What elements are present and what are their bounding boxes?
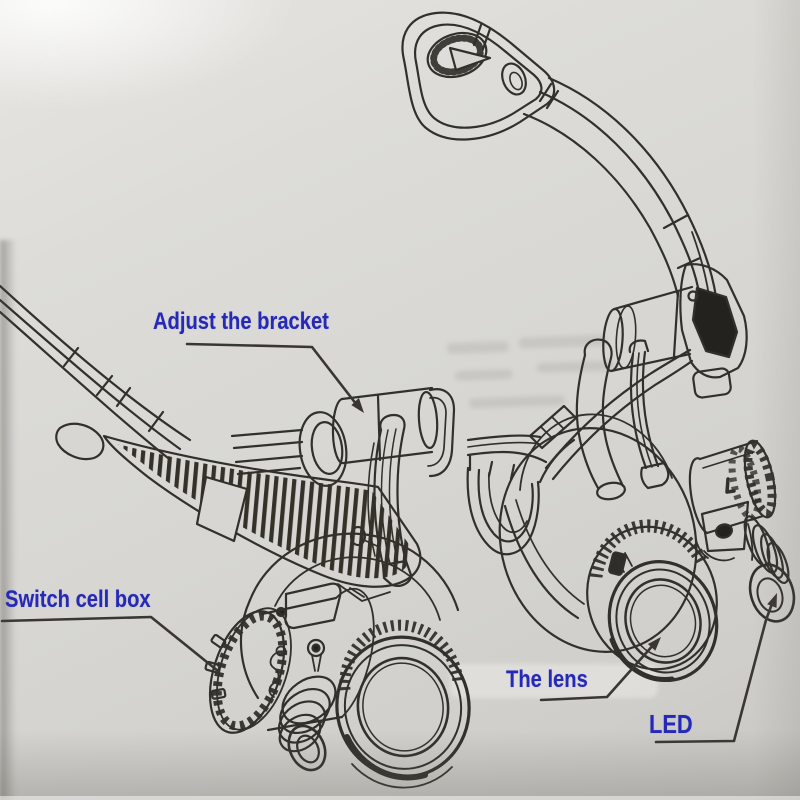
arrowhead-adjust-bracket (351, 397, 364, 413)
left-temple-arm (0, 284, 192, 461)
line-art-root (0, 11, 796, 789)
left-lens-rings (335, 619, 471, 789)
right-led-housing (743, 515, 796, 623)
flare-coupler (298, 411, 348, 487)
left-hanging-strap (349, 413, 413, 587)
leader-the-lens (539, 641, 657, 702)
left-led-housing (277, 675, 337, 772)
leader-lines (0, 342, 775, 744)
label-the-lens: The lens (506, 666, 588, 693)
page-bleed-through-smudge (446, 334, 615, 409)
label-adjust-the-bracket: Adjust the bracket (153, 308, 329, 335)
arrowhead-led (767, 593, 777, 608)
front-frame-bar (230, 428, 548, 476)
arrowhead-the-lens (647, 637, 661, 651)
ratchet-dial (426, 31, 492, 79)
temple-slot-hole (501, 62, 527, 96)
leader-led (654, 599, 775, 744)
right-lens-rings (607, 560, 719, 682)
leader-switch-cell-box (0, 615, 220, 673)
adjust-bracket-barrel (331, 386, 456, 478)
leader-arrowheads (351, 397, 777, 651)
left-switch-cell-box (204, 587, 375, 734)
right-bracket-barrel (602, 285, 694, 373)
right-hinge (679, 263, 748, 399)
right-temple-arm (401, 11, 718, 300)
nose-bridge (466, 438, 585, 620)
label-switch-cell-box: Switch cell box (5, 586, 151, 613)
leader-adjust-bracket (185, 342, 362, 411)
right-loupe (498, 413, 719, 682)
temple-grip (102, 434, 422, 602)
paper-highlight-patch (450, 664, 658, 698)
label-led: LED (649, 709, 693, 739)
